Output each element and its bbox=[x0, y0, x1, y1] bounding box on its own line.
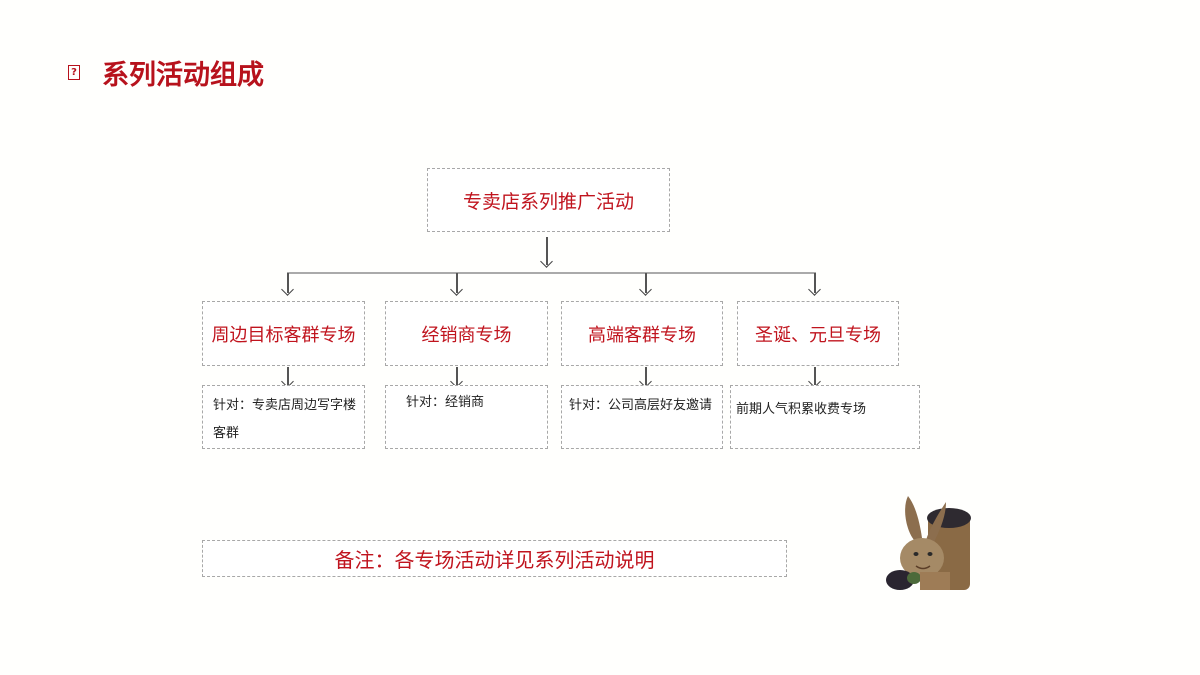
branch-node-4: 圣诞、元旦专场 bbox=[737, 301, 899, 366]
arrow-down-icon bbox=[540, 255, 553, 268]
note-box: 备注：各专场活动详见系列活动说明 bbox=[202, 540, 787, 577]
root-node-label: 专卖店系列推广活动 bbox=[462, 190, 634, 213]
branch-title: 高端客群专场 bbox=[588, 324, 696, 346]
branch-detail-2: 针对：经销商 bbox=[385, 385, 548, 449]
detail-connector bbox=[456, 367, 458, 385]
branch-description: 前期人气积累收费专场 bbox=[736, 402, 867, 417]
branch-title: 圣诞、元旦专场 bbox=[755, 324, 881, 346]
branch-detail-3: 针对：公司高层好友邀请 bbox=[561, 385, 723, 449]
branch-title: 经销商专场 bbox=[421, 324, 512, 346]
arrow-down-icon bbox=[281, 283, 294, 296]
branch-description: 针对：经销商 bbox=[406, 395, 485, 410]
branch-connector bbox=[814, 273, 816, 293]
branch-description: 针对：专卖店周边写字楼客群 bbox=[213, 398, 357, 441]
detail-connector bbox=[287, 367, 289, 385]
branch-node-2: 经销商专场 bbox=[385, 301, 548, 366]
root-connector bbox=[546, 237, 548, 265]
arrow-down-icon bbox=[639, 283, 652, 296]
slide-title: 系列活动组成 bbox=[102, 59, 264, 91]
branch-title: 周边目标客群专场 bbox=[211, 324, 356, 346]
slide-header: ? 系列活动组成 bbox=[68, 54, 264, 91]
branch-node-1: 周边目标客群专场 bbox=[202, 301, 365, 366]
root-node: 专卖店系列推广活动 bbox=[427, 168, 670, 232]
branch-detail-4: 前期人气积累收费专场 bbox=[730, 385, 920, 449]
detail-connector bbox=[645, 367, 647, 385]
branch-connector bbox=[287, 273, 289, 293]
detail-connector bbox=[814, 367, 816, 385]
branch-connector bbox=[645, 273, 647, 293]
missing-glyph-icon: ? bbox=[68, 64, 80, 80]
note-text: 备注：各专场活动详见系列活动说明 bbox=[334, 548, 655, 572]
branch-description: 针对：公司高层好友邀请 bbox=[569, 398, 713, 413]
branch-detail-1: 针对：专卖店周边写字楼客群 bbox=[202, 385, 365, 449]
arrow-down-icon bbox=[808, 283, 821, 296]
arrow-down-icon bbox=[450, 283, 463, 296]
branch-node-3: 高端客群专场 bbox=[561, 301, 723, 366]
rabbit-figurine-image bbox=[886, 496, 971, 590]
branch-connector-line bbox=[287, 272, 816, 274]
branch-connector bbox=[456, 273, 458, 293]
